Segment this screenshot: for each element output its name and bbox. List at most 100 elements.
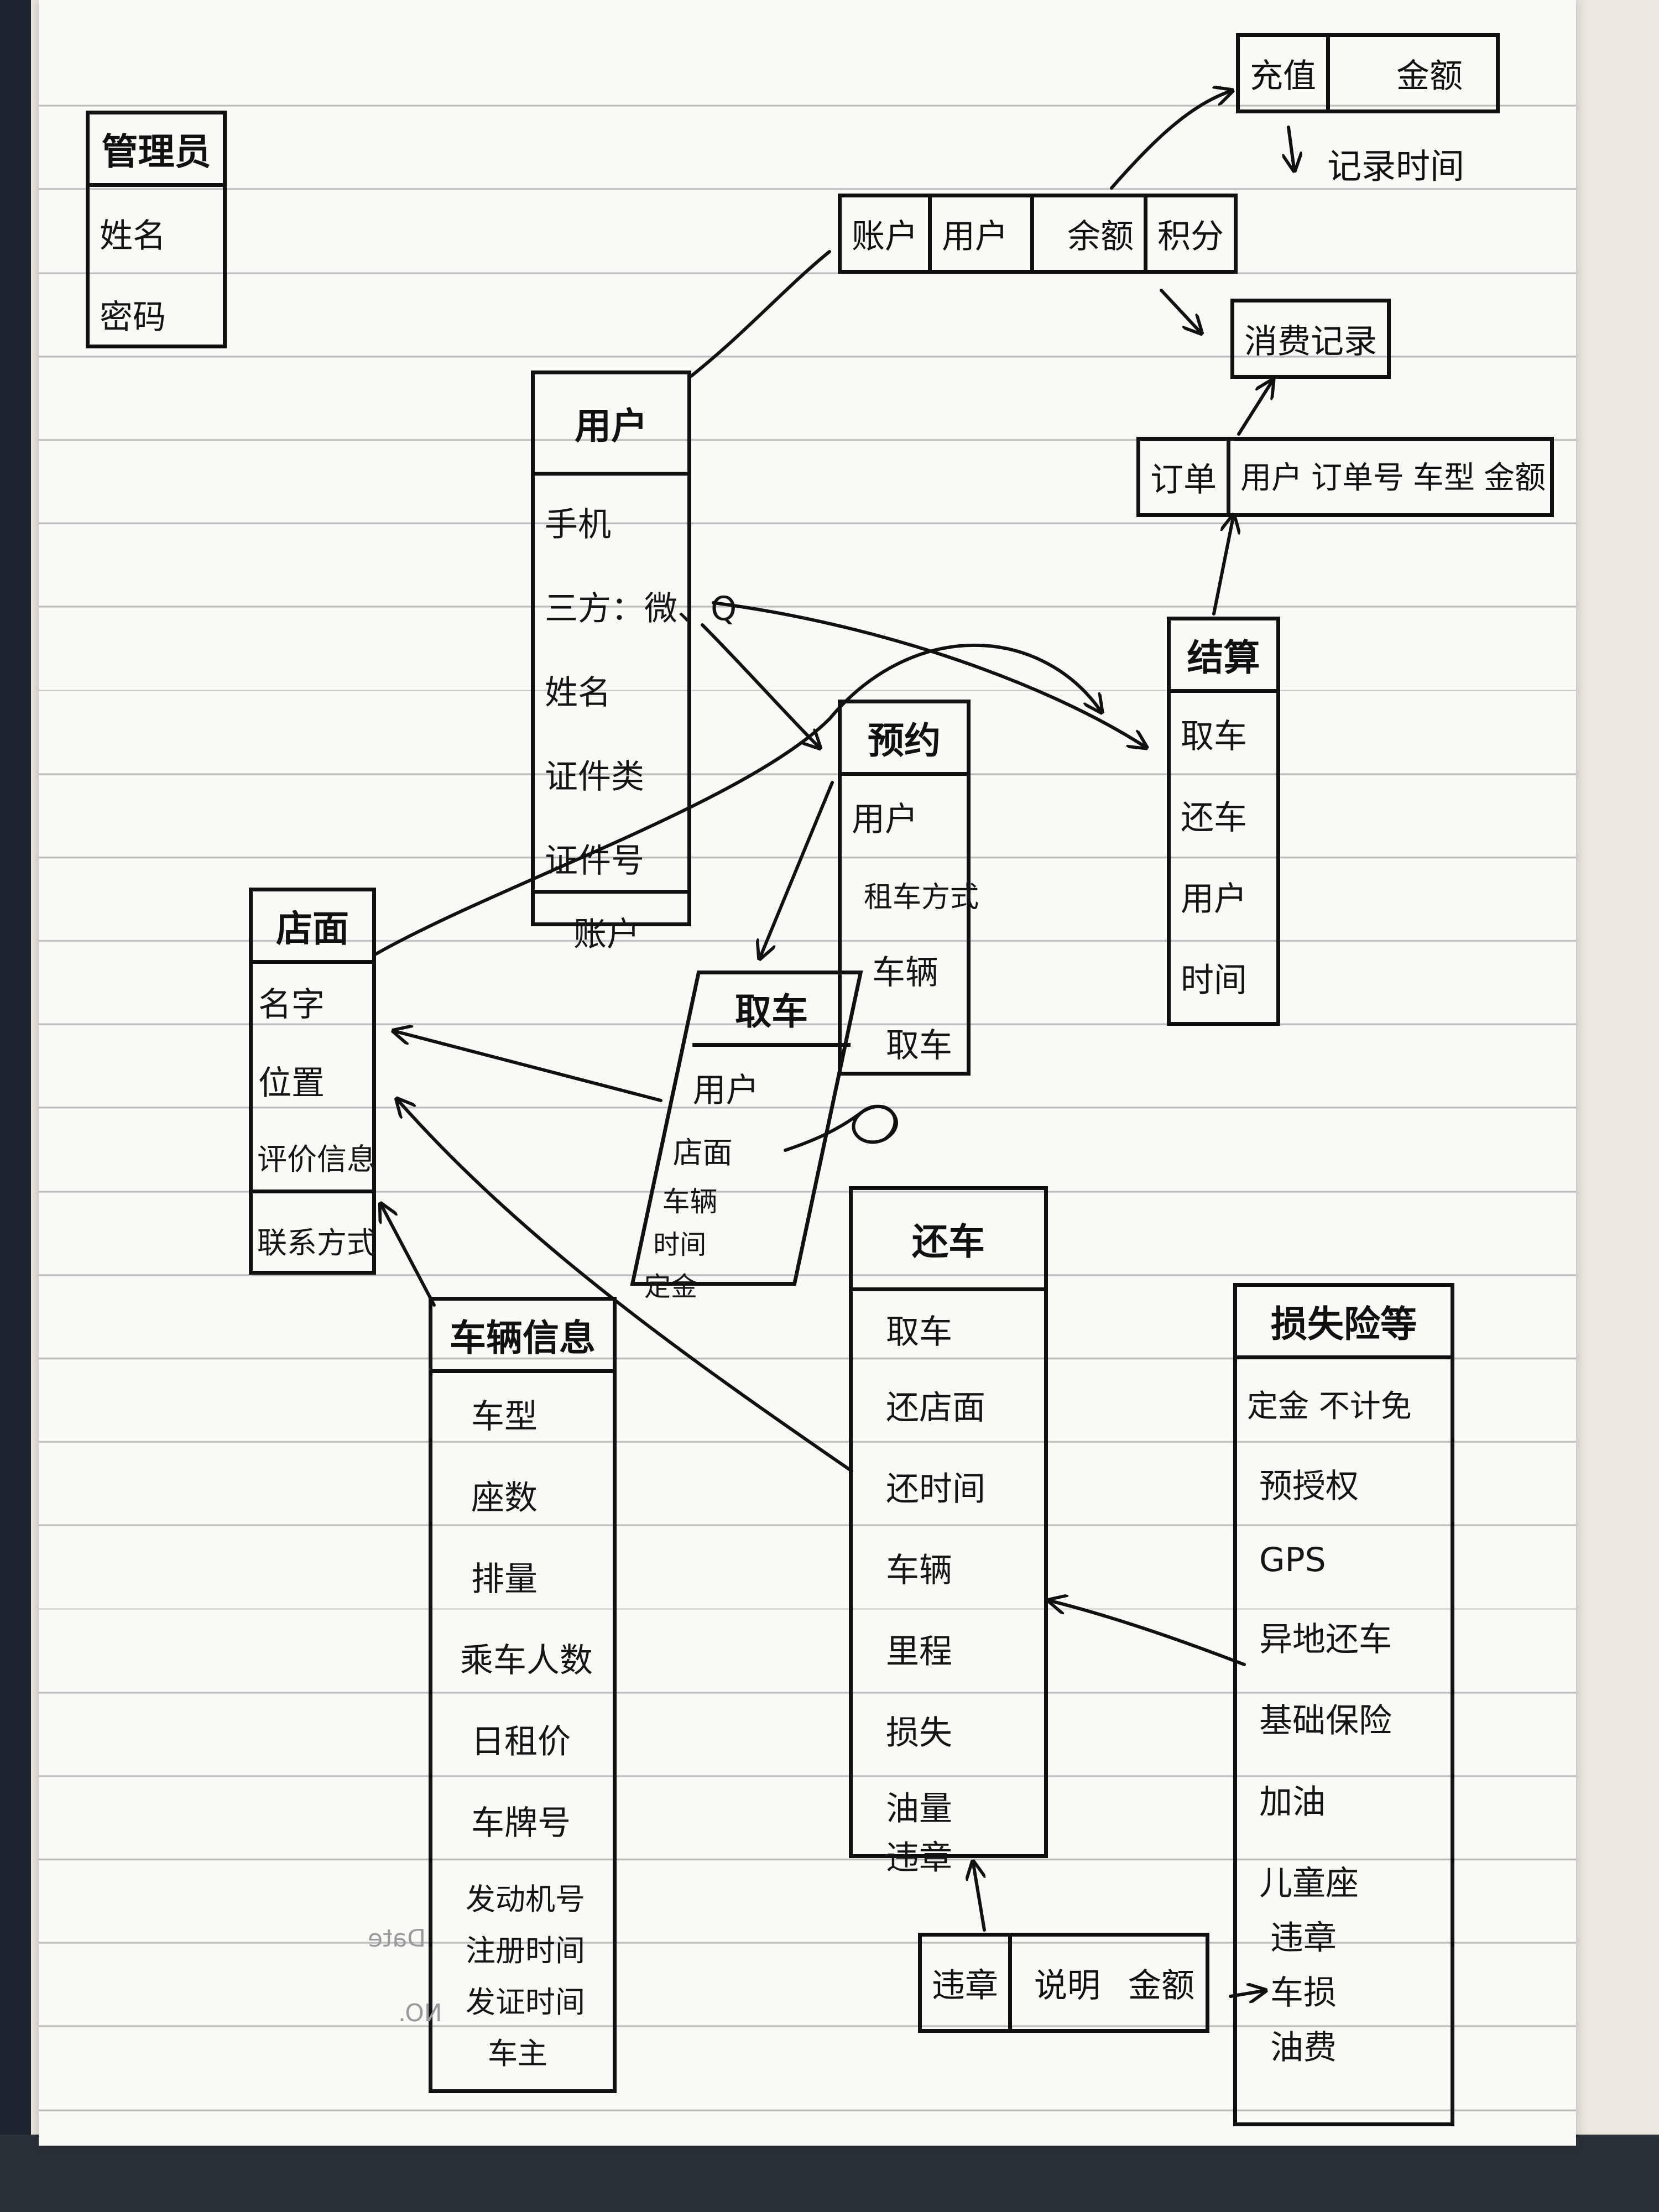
entity-reservation: 预约 用户 租车方式 车辆 取车: [838, 700, 979, 1076]
entity-return-title: 还车: [853, 1190, 1044, 1291]
entity-return: 还车 取车 还店面 还时间 车辆 里程 损失 油量 违章: [849, 1186, 1048, 1877]
arrow-recharge-down: [1288, 126, 1294, 169]
entity-violation-cell: 金额: [1128, 1966, 1194, 2005]
entity-admin-field: 姓名: [100, 217, 166, 255]
entity-consume-record: 消费记录: [1230, 299, 1391, 379]
arrow-loss-to-return: [1051, 1601, 1246, 1666]
entity-user: 用户 手机 三方：微、Q 姓名 证件类 证件号 账户: [531, 371, 737, 954]
arrow-store-to-settle: [374, 643, 1100, 956]
entity-user-field: 手机: [545, 505, 611, 544]
entity-order-cell: 订单号: [1311, 460, 1404, 496]
entity-recharge-cell: 金额: [1396, 57, 1463, 96]
entity-loss-insurance: 损失险等 定金 不计免 预授权 GPS 异地还车 基础保险 加油 儿童座 违章 …: [1233, 1283, 1454, 2126]
entity-vehicle-info-field: 发证时间: [466, 1985, 585, 2020]
entity-vehicle-info-title: 车辆信息: [432, 1301, 613, 1373]
entity-user-field: 姓名: [545, 674, 611, 712]
entity-user-field: 账户: [573, 915, 640, 954]
entity-user-field: 证件号: [535, 834, 687, 894]
arrow-order-to-consume: [1237, 382, 1272, 436]
recharge-record-time-note: 记录时间: [1327, 146, 1465, 186]
entity-settle-field: 用户: [1181, 880, 1247, 919]
entity-settle-field: 取车: [1181, 717, 1247, 756]
entity-store-title: 店面: [253, 891, 372, 964]
entity-return-field: 里程: [886, 1632, 952, 1671]
knot-doodle: [784, 1104, 898, 1152]
entity-order-cell: 车型: [1413, 460, 1475, 496]
entity-consume-record-title: 消费记录: [1244, 322, 1377, 361]
entity-violation-cell: 说明: [1034, 1966, 1100, 2005]
entity-loss-insurance-field: 基础保险: [1259, 1702, 1392, 1740]
entity-settle: 结算 取车 还车 用户 时间: [1167, 617, 1280, 1026]
entity-store-field: 名字: [258, 985, 325, 1024]
entity-return-field: 还时间: [886, 1470, 985, 1509]
entity-return-field: 损失: [886, 1714, 952, 1752]
arrow-user-to-account: [690, 250, 831, 378]
entity-store-field: 联系方式: [257, 1225, 377, 1260]
entity-account-cell: 余额: [1034, 197, 1147, 270]
desk-left-edge: [0, 0, 31, 2212]
entity-recharge: 充值 金额: [1236, 33, 1500, 113]
entity-return-field: 车辆: [886, 1551, 952, 1590]
entity-vehicle-info-field: 发动机号: [466, 1882, 585, 1917]
entity-loss-insurance-title: 损失险等: [1237, 1287, 1451, 1359]
entity-vehicle-info-field: 车主: [488, 2036, 547, 2071]
arrow-vehicle-to-store: [382, 1206, 436, 1307]
entity-vehicle-info-field: 座数: [471, 1479, 538, 1517]
entity-return-field: 违章: [886, 1839, 952, 1877]
entity-vehicle-info-field: 日租价: [471, 1723, 571, 1761]
entity-account-cell: 积分: [1157, 217, 1224, 256]
entity-loss-insurance-field: 油费: [1270, 2028, 1337, 2067]
entity-settle-field: 还车: [1181, 799, 1247, 837]
entity-vehicle-info-field: 车型: [471, 1397, 538, 1436]
entity-settle-field: 时间: [1181, 961, 1247, 1000]
entity-store-field: 评价信息: [253, 1135, 377, 1193]
entity-reservation-field: 车辆: [872, 953, 938, 992]
entity-admin-title: 管理员: [90, 114, 223, 187]
entity-admin: 管理员 姓名 密码: [86, 111, 227, 348]
entity-order-cell: 金额: [1484, 460, 1546, 496]
entity-account-cell: 账户: [842, 197, 932, 270]
entity-return-field: 还店面: [886, 1389, 985, 1427]
entity-reservation-field: 用户: [852, 800, 918, 839]
entity-loss-insurance-field: 异地还车: [1259, 1620, 1392, 1659]
entity-loss-insurance-field: 定金 不计免: [1247, 1389, 1412, 1425]
entity-return-field: 取车: [886, 1313, 952, 1352]
entity-reservation-title: 预约: [842, 703, 967, 776]
arrow-account-to-recharge: [1110, 91, 1230, 190]
entity-vehicle-info: 车辆信息 车型 座数 排量 乘车人数 日租价 车牌号 发动机号 注册时间 发证时…: [429, 1297, 617, 2093]
entity-vehicle-info-field: 车牌号: [471, 1804, 571, 1843]
entity-order-cell: 订单: [1140, 441, 1230, 513]
entity-store: 店面 名字 位置 评价信息 联系方式: [249, 888, 377, 1275]
entity-user-title: 用户: [535, 374, 687, 476]
entity-settle-title: 结算: [1171, 620, 1276, 693]
arrow-settle-to-order: [1212, 517, 1233, 615]
entity-admin-field: 密码: [100, 298, 166, 337]
entity-violation-cell: 违章: [922, 1937, 1012, 2029]
entity-return-field: 油量: [886, 1790, 952, 1828]
arrow-pickup-to-store: [395, 1031, 662, 1102]
arrow-user-to-settle: [712, 601, 1145, 747]
entity-vehicle-info-field: 乘车人数: [460, 1641, 593, 1680]
entity-user-field: 证件类: [545, 758, 644, 796]
desk-bottom-edge: [0, 2135, 1659, 2212]
entity-account-cell: 用户: [932, 197, 1034, 270]
entity-reservation-field: 取车: [886, 1026, 952, 1065]
entity-order: 订单 用户 订单号 车型 金额: [1136, 437, 1554, 517]
entity-order-cell: 用户: [1240, 460, 1302, 496]
arrow-user-to-reservation: [701, 623, 818, 747]
entity-loss-insurance-field: 违章: [1270, 1919, 1337, 1958]
entity-violation: 违章 说明 金额: [918, 1933, 1209, 2033]
entity-loss-insurance-field: GPS: [1259, 1541, 1326, 1579]
lined-paper-sheet: [39, 0, 1576, 2146]
arrow-reservation-to-pickup: [760, 781, 834, 957]
entity-loss-insurance-field: 车损: [1270, 1974, 1337, 2012]
arrow-violation-to-loss: [1229, 1991, 1264, 1996]
entity-loss-insurance-field: 加油: [1259, 1783, 1326, 1822]
entity-vehicle-info-field: 注册时间: [466, 1933, 585, 1968]
entity-loss-insurance-field: 预授权: [1259, 1467, 1359, 1506]
arrow-violation-to-return: [973, 1864, 986, 1932]
entity-store-field: 位置: [258, 1064, 325, 1103]
entity-loss-insurance-field: 儿童座: [1259, 1864, 1359, 1903]
entity-account: 账户 用户 余额 积分: [838, 194, 1238, 274]
